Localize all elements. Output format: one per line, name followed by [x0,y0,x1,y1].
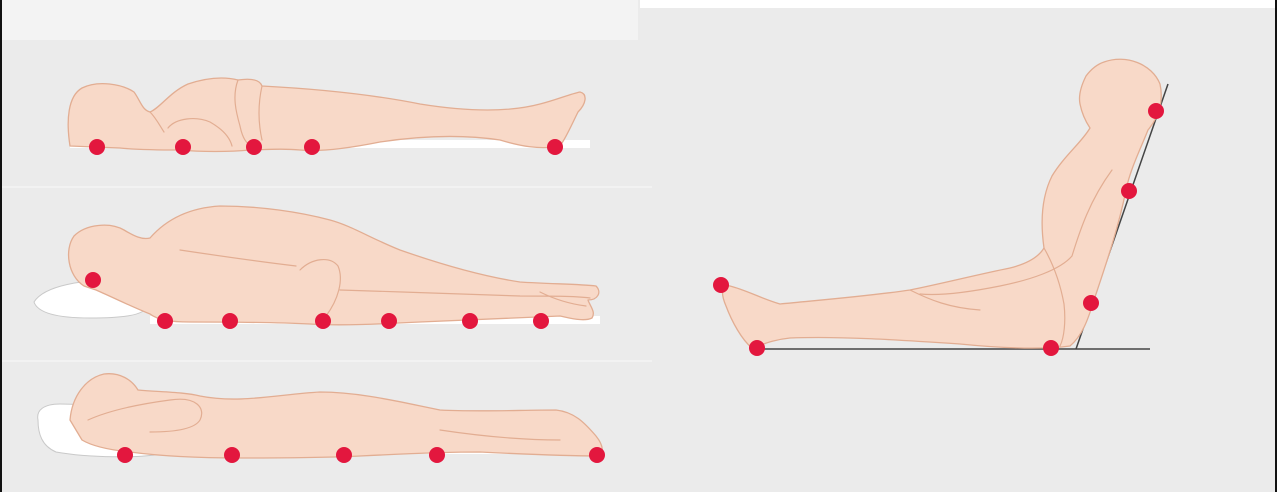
pressure-point [462,313,478,329]
pressure-point [429,447,445,463]
pressure-point [1043,340,1059,356]
pressure-point [157,313,173,329]
pressure-point [1121,183,1137,199]
supine-body [68,78,585,152]
pressure-point [1148,103,1164,119]
pressure-point [222,313,238,329]
pressure-point [381,313,397,329]
pressure-point [713,277,729,293]
pressure-point [315,313,331,329]
prone-body [70,374,602,458]
prone-figure [38,374,603,458]
supine-figure [68,78,590,152]
pressure-point [89,139,105,155]
pressure-point [336,447,352,463]
pressure-point [589,447,605,463]
sitting-figure [723,59,1168,349]
pressure-point [246,139,262,155]
pressure-point [304,139,320,155]
pressure-point [117,447,133,463]
pressure-point [1083,295,1099,311]
pressure-point [175,139,191,155]
pressure-point [85,272,101,288]
side-lying-body [69,206,599,325]
pressure-point [547,139,563,155]
side-lying-figure [34,206,600,325]
pressure-point [749,340,765,356]
pressure-point [533,313,549,329]
pressure-point [224,447,240,463]
